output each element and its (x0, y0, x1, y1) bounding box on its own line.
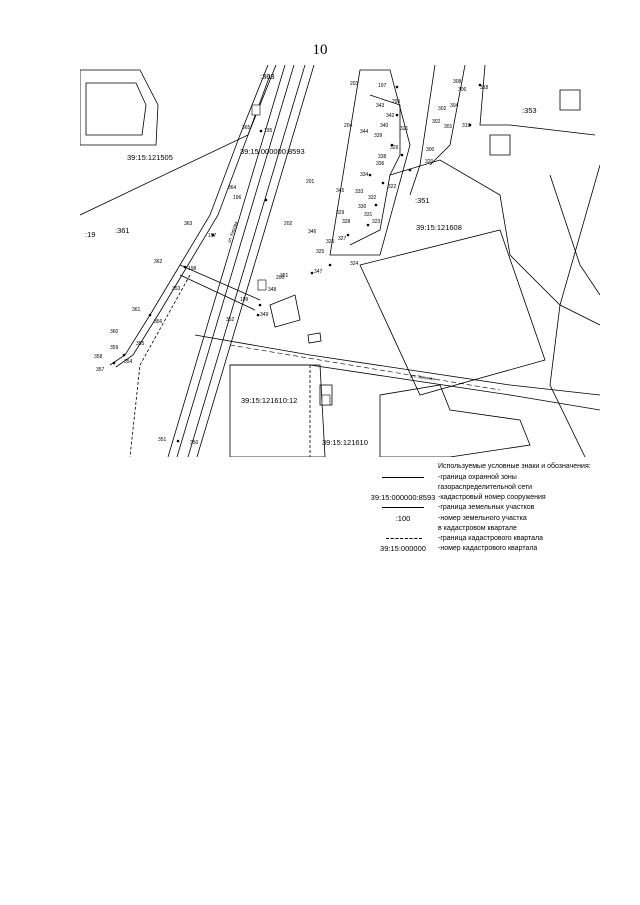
svg-text:361: 361 (132, 307, 141, 313)
svg-text:300: 300 (426, 147, 435, 153)
svg-text:304: 304 (450, 103, 459, 109)
svg-text:328: 328 (342, 219, 351, 225)
svg-text:366: 366 (154, 319, 163, 325)
svg-text:338: 338 (378, 154, 387, 160)
svg-text:352: 352 (226, 317, 235, 323)
svg-text:200: 200 (276, 275, 285, 281)
svg-text:336: 336 (376, 161, 385, 167)
svg-text:197: 197 (208, 233, 217, 239)
legend-item-protection-zone: -граница охранной зоны (370, 473, 610, 483)
svg-text:362: 362 (154, 259, 163, 265)
svg-text:197: 197 (378, 83, 387, 89)
svg-text:329: 329 (390, 145, 399, 151)
cadastral-quarter-121608: 39:15:121608 (416, 223, 462, 232)
svg-text:331: 331 (364, 212, 373, 218)
legend-item-parcel-boundary: -граница земельных участков (370, 503, 610, 513)
cadastral-quarter-121610: 39:15:121610 (322, 438, 368, 447)
cadastral-quarter-121610-12: 39:15:121610:12 (241, 396, 297, 405)
svg-text:359: 359 (110, 345, 119, 351)
svg-text:195: 195 (264, 128, 273, 134)
svg-text:343: 343 (376, 103, 385, 109)
svg-text:348: 348 (268, 287, 277, 293)
cadastral-quarter-121505: 39:15:121505 (127, 153, 173, 162)
legend-symbol-thin-line (382, 507, 424, 508)
svg-text:320: 320 (425, 159, 434, 165)
cadastral-map: 195 365 364 196 363 197 362 198 353 199 352 34… (80, 65, 600, 457)
legend-item-parcel-number: :100 -номер земельного участка (395, 514, 527, 523)
svg-text:204: 204 (344, 123, 353, 129)
svg-text:318: 318 (480, 85, 489, 91)
svg-text:330: 330 (358, 204, 367, 210)
legend-item-quarter-number: 39:15:000000 -номер кадастрового квартал… (380, 544, 538, 553)
svg-text:358: 358 (94, 354, 103, 360)
svg-text:202: 202 (284, 221, 293, 227)
svg-text:349: 349 (260, 312, 269, 318)
svg-text:323: 323 (372, 219, 381, 225)
svg-text:203: 203 (350, 81, 359, 87)
svg-text:306: 306 (458, 87, 467, 93)
svg-text:196: 196 (233, 195, 242, 201)
svg-text:319: 319 (462, 123, 471, 129)
svg-text:357: 357 (96, 367, 105, 373)
svg-text:326: 326 (326, 239, 335, 245)
quarter-label-19: :19 (85, 230, 95, 239)
svg-text:350: 350 (190, 440, 199, 446)
legend-item-gas-network: газораспределительной сети (438, 484, 533, 491)
legend-symbol-solid-line (382, 477, 424, 478)
svg-text:198: 198 (188, 266, 197, 272)
quarter-label-353: :353 (522, 106, 537, 115)
svg-text:324: 324 (350, 261, 359, 267)
svg-text:344: 344 (360, 129, 369, 135)
svg-text:354: 354 (124, 359, 133, 365)
svg-text:355: 355 (136, 341, 145, 347)
legend-item-in-quarter: в кадастровом квартале (438, 525, 517, 532)
svg-text:301: 301 (444, 124, 453, 130)
svg-text:332: 332 (368, 195, 377, 201)
svg-text:353: 353 (172, 286, 181, 292)
svg-text:199: 199 (240, 297, 249, 303)
svg-text:321: 321 (400, 126, 409, 132)
svg-text:340: 340 (380, 123, 389, 129)
svg-text:ул. Зеленая: ул. Зеленая (410, 373, 436, 381)
legend-title: Используемые условные знаки и обозначени… (438, 463, 591, 470)
legend-symbol-dashed-line (386, 538, 422, 539)
quarter-label-351: :351 (415, 196, 430, 205)
svg-text:346: 346 (308, 229, 317, 235)
svg-text:339: 339 (374, 133, 383, 139)
svg-text:327: 327 (338, 236, 347, 242)
svg-text:347: 347 (314, 269, 323, 275)
svg-text:302: 302 (432, 119, 441, 125)
page-number: 10 (312, 42, 328, 58)
svg-text:329: 329 (336, 210, 345, 216)
svg-text:360: 360 (110, 329, 119, 335)
svg-text:363: 363 (184, 221, 193, 227)
quarter-label-363: :363 (260, 72, 275, 81)
svg-text:201: 201 (306, 179, 315, 185)
structure-number-8593: 39:15:000000:8593 (240, 147, 305, 156)
svg-text:302: 302 (438, 106, 447, 112)
svg-text:325: 325 (316, 249, 325, 255)
svg-text:333: 333 (355, 189, 364, 195)
svg-text:345: 345 (336, 188, 345, 194)
svg-text:364: 364 (228, 185, 237, 191)
svg-text:365: 365 (242, 125, 251, 131)
svg-text:334: 334 (360, 172, 369, 178)
svg-text:322: 322 (388, 184, 397, 190)
svg-text:295: 295 (392, 99, 401, 105)
legend-item-quarter-boundary: -граница кадастрового квартала (370, 534, 610, 544)
legend-item-structure-number: 39:15:000000:8593 -кадастровый номер соо… (370, 493, 546, 502)
quarter-label-361: :361 (115, 226, 130, 235)
svg-text:308: 308 (453, 79, 462, 85)
svg-text:351: 351 (158, 437, 167, 443)
svg-text:342: 342 (386, 113, 395, 119)
svg-text:351: 351 (280, 273, 289, 279)
